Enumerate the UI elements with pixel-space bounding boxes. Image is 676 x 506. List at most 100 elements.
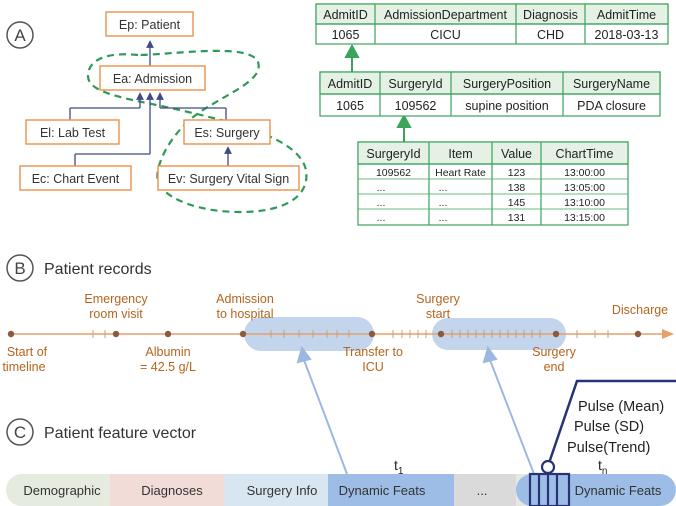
surgery-cell-2: supine position xyxy=(465,99,548,113)
vitals-cell-1-2: 138 xyxy=(508,182,526,194)
callout-leader-line xyxy=(546,379,676,467)
event-surgery-end-line2: end xyxy=(544,360,565,374)
vitals-cell-0-3: 13:00:00 xyxy=(564,167,605,179)
vitals-cell-3-3: 13:15:00 xyxy=(564,212,605,224)
segment-demographic-bg xyxy=(6,474,124,506)
event-surgery-end-line1: Surgery xyxy=(532,345,577,359)
admission-header-0: AdmitID xyxy=(323,8,367,22)
dashed-grouping-outline xyxy=(86,49,308,214)
event-start-line1: Start of xyxy=(7,345,48,359)
segment-dynamic-first-bg xyxy=(328,474,454,506)
section-b-title: Patient records xyxy=(44,261,152,278)
timeline-event-labels: Start of timeline Emergency room visit A… xyxy=(2,292,668,374)
vitals-table xyxy=(357,141,629,226)
vitals-cell-1-1: ... xyxy=(439,182,448,194)
vitals-cell-2-3: 13:10:00 xyxy=(564,197,605,209)
surgery-cell-1: 109562 xyxy=(395,99,437,113)
segment-surgery-info: Surgery Info xyxy=(247,483,318,498)
event-albumin-line1: Albumin xyxy=(145,345,190,359)
event-emergency-line2: room visit xyxy=(89,307,143,321)
entity-chart-event-label: Ec: Chart Event xyxy=(32,172,120,186)
event-dot-surgery-end xyxy=(552,330,560,338)
admission-header-1: AdmissionDepartment xyxy=(384,8,507,22)
admission-header-3: AdmitTime xyxy=(597,8,656,22)
event-dot-surgery-start xyxy=(437,330,445,338)
section-a-letter: A xyxy=(14,26,26,45)
section-b-badge xyxy=(6,254,34,282)
segment-dynamic-last: Dynamic Feats xyxy=(575,483,662,498)
event-albumin-line2: = 42.5 g/L xyxy=(140,360,196,374)
admission-window-arrow xyxy=(303,359,348,475)
zoom-pivot-circle xyxy=(540,459,556,475)
section-a-badge xyxy=(6,21,34,49)
segment-demographic: Demographic xyxy=(23,483,101,498)
hierarchy-connectors xyxy=(69,40,232,166)
vitals-header-2: Value xyxy=(501,147,532,161)
admission-cell-1: CICU xyxy=(430,28,461,42)
surgery-table xyxy=(319,71,661,117)
event-surgery-start-line1: Surgery xyxy=(416,292,461,306)
entity-vital-sign: Ev: Surgery Vital Sign xyxy=(157,165,300,191)
surgery-window-arrowhead xyxy=(482,345,498,364)
event-discharge-label: Discharge xyxy=(612,303,668,317)
admission-table-text: AdmitID AdmissionDepartment Diagnosis Ad… xyxy=(323,8,658,42)
entity-lab-test-label: El: Lab Test xyxy=(40,126,106,140)
t1-label: t1 xyxy=(394,457,404,477)
vitals-cell-0-0: 109562 xyxy=(376,167,411,179)
event-dot-emergency xyxy=(112,330,120,338)
entity-vital-sign-label: Ev: Surgery Vital Sign xyxy=(168,172,289,186)
feature-vector-bar: Demographic Diagnoses Surgery Info Dynam… xyxy=(6,459,676,506)
entity-surgery: Es: Surgery xyxy=(183,119,271,145)
entity-patient-label: Ep: Patient xyxy=(119,18,181,32)
entity-surgery-label: Es: Surgery xyxy=(194,126,260,140)
entity-lab-test: El: Lab Test xyxy=(25,119,120,145)
vitals-cell-3-1: ... xyxy=(439,212,448,224)
section-b-letter: B xyxy=(14,259,25,278)
section-c-letter: C xyxy=(14,423,26,442)
entity-admission: Ea: Admission xyxy=(99,65,206,91)
timeline-event-dots xyxy=(7,330,642,338)
section-a: A Ep: Patient Ea: Admission xyxy=(6,3,669,226)
table-link-arrows xyxy=(344,43,412,142)
event-dot-discharge xyxy=(634,330,642,338)
admission-table xyxy=(315,3,669,45)
segment-ellipsis: ... xyxy=(477,483,488,498)
surgery-header-2: SurgeryPosition xyxy=(463,77,551,91)
event-dot-start xyxy=(7,330,15,338)
zoom-feature-cells xyxy=(528,472,571,506)
event-dot-transfer xyxy=(368,330,376,338)
admission-header-2: Diagnosis xyxy=(523,8,578,22)
vitals-cell-0-2: 123 xyxy=(508,167,526,179)
vitals-cell-2-1: ... xyxy=(439,197,448,209)
segment-surgery-info-bg xyxy=(224,474,328,506)
vitals-header-1: Item xyxy=(448,147,472,161)
callout-pulse-trend: Pulse(Trend) xyxy=(567,440,650,456)
surgery-table-text: AdmitID SurgeryId SurgeryPosition Surger… xyxy=(328,77,650,113)
entity-admission-label: Ea: Admission xyxy=(113,72,192,86)
vitals-to-surgery-arrowhead xyxy=(396,113,412,128)
event-admission-line2: to hospital xyxy=(217,307,274,321)
highlight-to-vector-arrows xyxy=(296,345,535,475)
surgery-cell-3: PDA closure xyxy=(577,99,646,113)
segment-labels: Demographic Diagnoses Surgery Info Dynam… xyxy=(23,483,662,498)
vitals-table-text: SurgeryId Item Value ChartTime 109562 He… xyxy=(366,147,613,224)
section-c: C Patient feature vector Pulse (Mean) Pu… xyxy=(6,379,676,506)
callout-pulse-mean: Pulse (Mean) xyxy=(578,399,664,415)
segment-diagnoses: Diagnoses xyxy=(141,483,203,498)
vitals-cell-1-3: 13:05:00 xyxy=(564,182,605,194)
entity-chart-event: Ec: Chart Event xyxy=(19,165,132,191)
vitals-cell-1-0: ... xyxy=(377,182,386,194)
section-c-badge xyxy=(6,418,34,446)
event-admission-line1: Admission xyxy=(216,292,274,306)
vitals-cell-3-2: 131 xyxy=(508,212,526,224)
vitals-header-3: ChartTime xyxy=(556,147,614,161)
surgery-to-admission-arrowhead xyxy=(344,43,360,58)
event-start-line2: timeline xyxy=(2,360,45,374)
event-transfer-line1: Transfer to xyxy=(343,345,403,359)
surgery-header-1: SurgeryId xyxy=(388,77,442,91)
timeline-arrowhead xyxy=(662,329,674,339)
callout-labels: Pulse (Mean) Pulse (SD) Pulse(Trend) xyxy=(567,399,664,456)
tn-label: tn xyxy=(598,457,607,477)
vitals-header-0: SurgeryId xyxy=(366,147,420,161)
